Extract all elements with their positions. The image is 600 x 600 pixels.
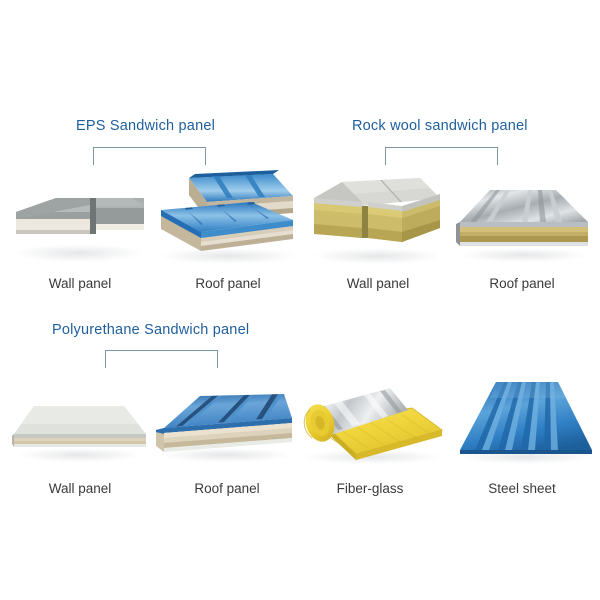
bracket-polyurethane [105,350,218,368]
group-title-rockwool: Rock wool sandwich panel [352,118,528,134]
caption-pu-roof-panel: Roof panel [194,481,260,496]
rockwool-wall-panel-image [312,176,448,256]
caption-fiber-glass: Fiber-glass [336,481,404,496]
fiber-glass-roll-image [294,374,446,466]
group-title-eps: EPS Sandwich panel [76,118,216,134]
eps-wall-panel-image [12,172,148,252]
caption-rockwool-roof-panel: Roof panel [489,276,555,291]
steel-sheet-image [456,378,596,460]
caption-steel-sheet: Steel sheet [488,481,556,496]
caption-eps-wall-panel: Wall panel [48,276,112,291]
pu-roof-panel-image [152,388,300,458]
caption-pu-wall-panel: Wall panel [48,481,112,496]
pu-wall-panel-image [12,396,148,456]
bracket-rockwool [385,147,498,165]
group-title-polyurethane: Polyurethane Sandwich panel [52,322,250,338]
bracket-eps [93,147,206,165]
eps-roof-panel-image [155,168,303,256]
caption-eps-roof-panel: Roof panel [195,276,261,291]
rockwool-roof-panel-image [456,186,592,256]
caption-rockwool-wall-panel: Wall panel [346,276,410,291]
